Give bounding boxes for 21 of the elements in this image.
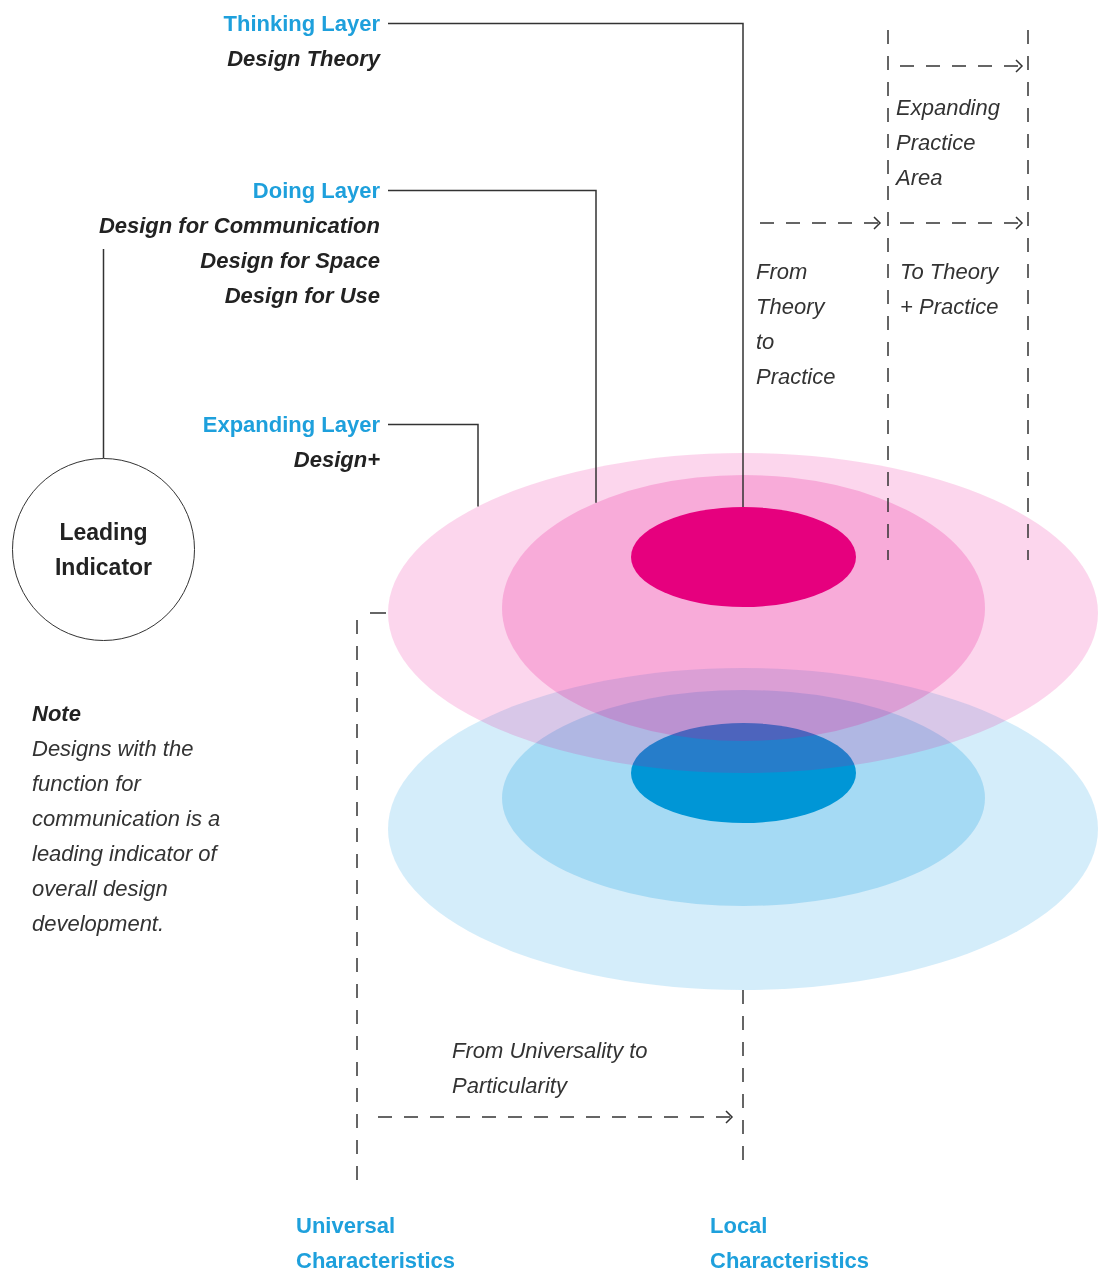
leader-line xyxy=(387,22,744,508)
layer-description: Design for Space xyxy=(199,247,380,275)
layer-heading: Expanding Layer xyxy=(202,411,380,439)
layer-description: Design for Use xyxy=(223,282,380,310)
layer-description: Design Theory xyxy=(226,45,380,73)
axis-label: Local Characteristics xyxy=(710,1212,870,1273)
leader-line xyxy=(102,248,105,459)
layer-description: Design+ xyxy=(292,446,380,474)
direction-label: To Theory + Practice xyxy=(900,258,1000,321)
note-heading: Note xyxy=(32,700,82,728)
direction-label: From Theory to Practice xyxy=(756,258,837,391)
layer-description: Design for Communication xyxy=(98,212,380,240)
layer-heading: Thinking Layer xyxy=(223,10,380,38)
area-label: Expanding Practice Area xyxy=(896,94,1001,192)
direction-label: From Universality to Particularity xyxy=(452,1037,649,1100)
indicator-circle: Leading Indicator xyxy=(12,458,195,641)
leader-line xyxy=(387,423,479,508)
note-text: Designs with the function for communication is a leading indicator of overall design development. xyxy=(32,735,222,938)
axis-label: Universal Characteristics xyxy=(296,1212,456,1273)
leader-line xyxy=(387,189,597,504)
layer-heading: Doing Layer xyxy=(251,177,380,205)
